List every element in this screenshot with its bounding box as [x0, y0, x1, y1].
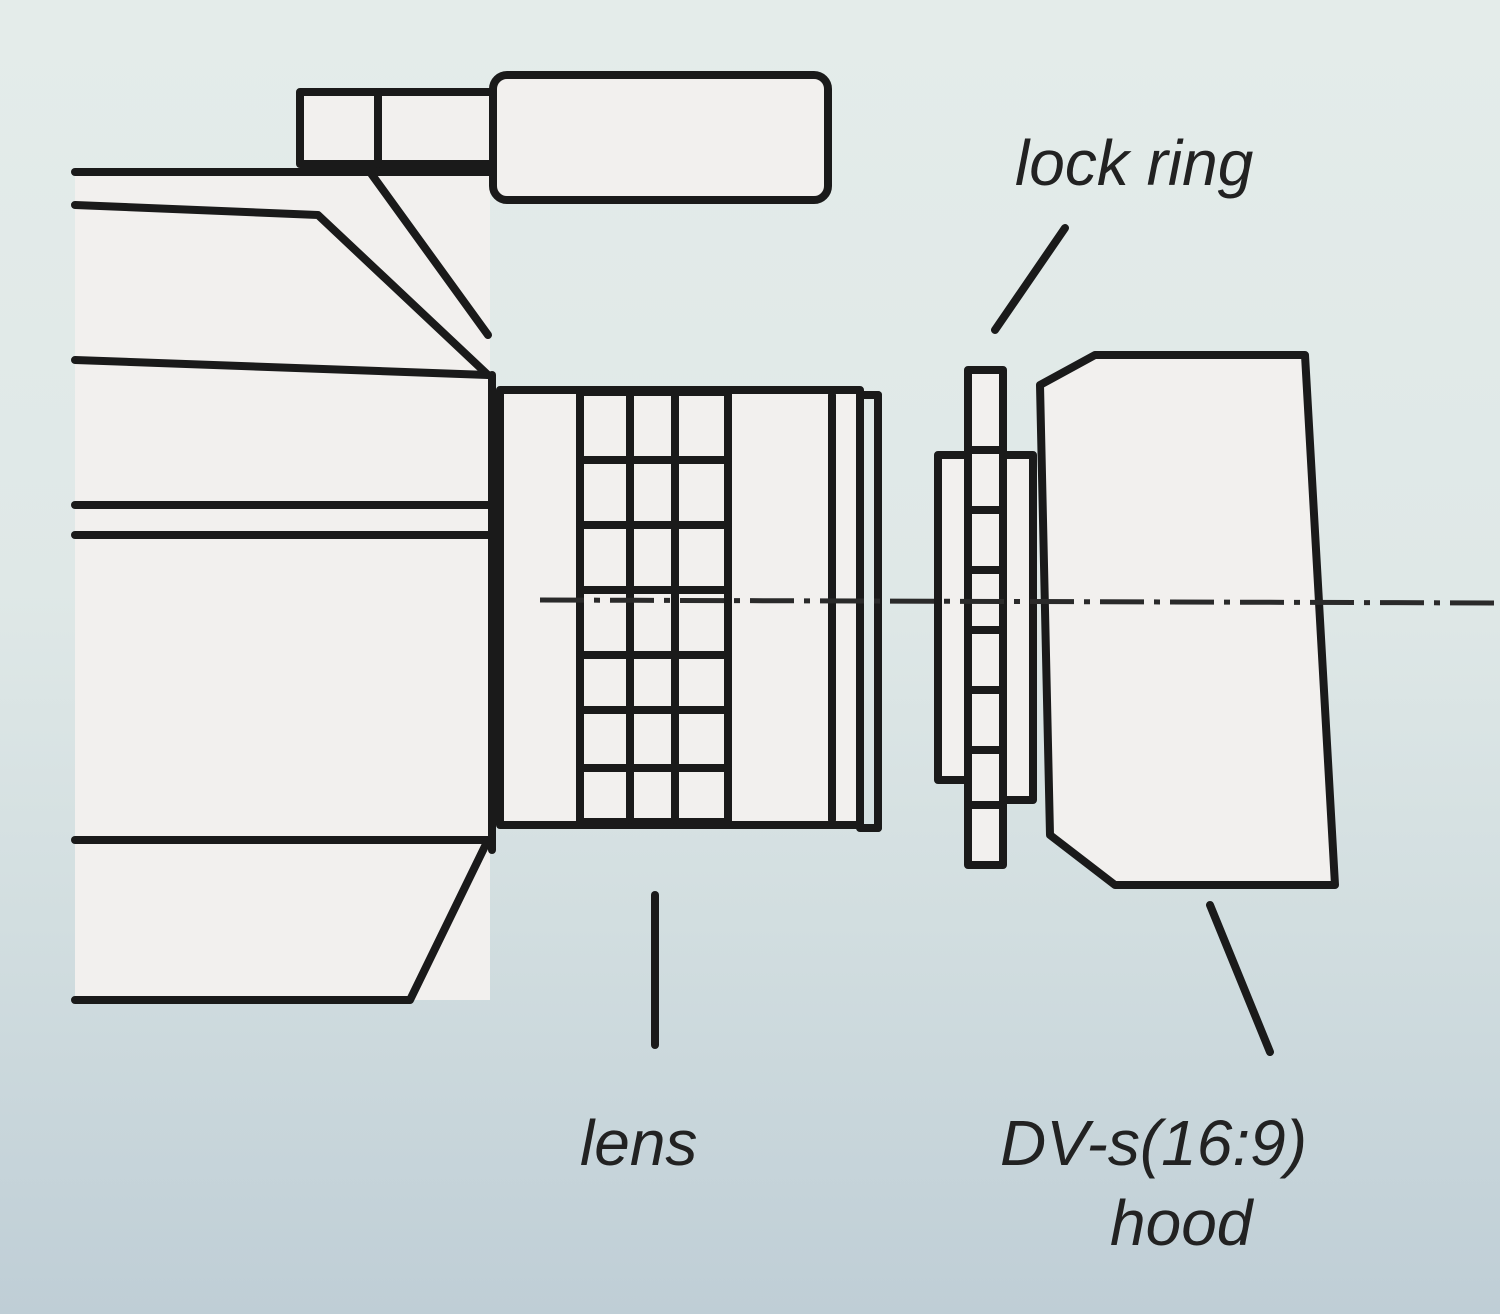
hood-leader	[1206, 901, 1274, 1056]
hood	[1036, 351, 1339, 889]
hood-model-label: DV-s(16:9)	[1000, 1107, 1307, 1179]
lens-label: lens	[580, 1107, 697, 1179]
lock-ring	[934, 366, 1037, 869]
camera-body	[71, 168, 499, 1004]
lock-ring-label: lock ring	[1015, 127, 1254, 199]
optical-axis	[539, 597, 1500, 606]
lock-ring-leader	[991, 224, 1069, 334]
viewfinder-handle	[296, 71, 832, 204]
hood-label: hood	[1110, 1187, 1255, 1259]
lens-barrel	[496, 386, 882, 832]
